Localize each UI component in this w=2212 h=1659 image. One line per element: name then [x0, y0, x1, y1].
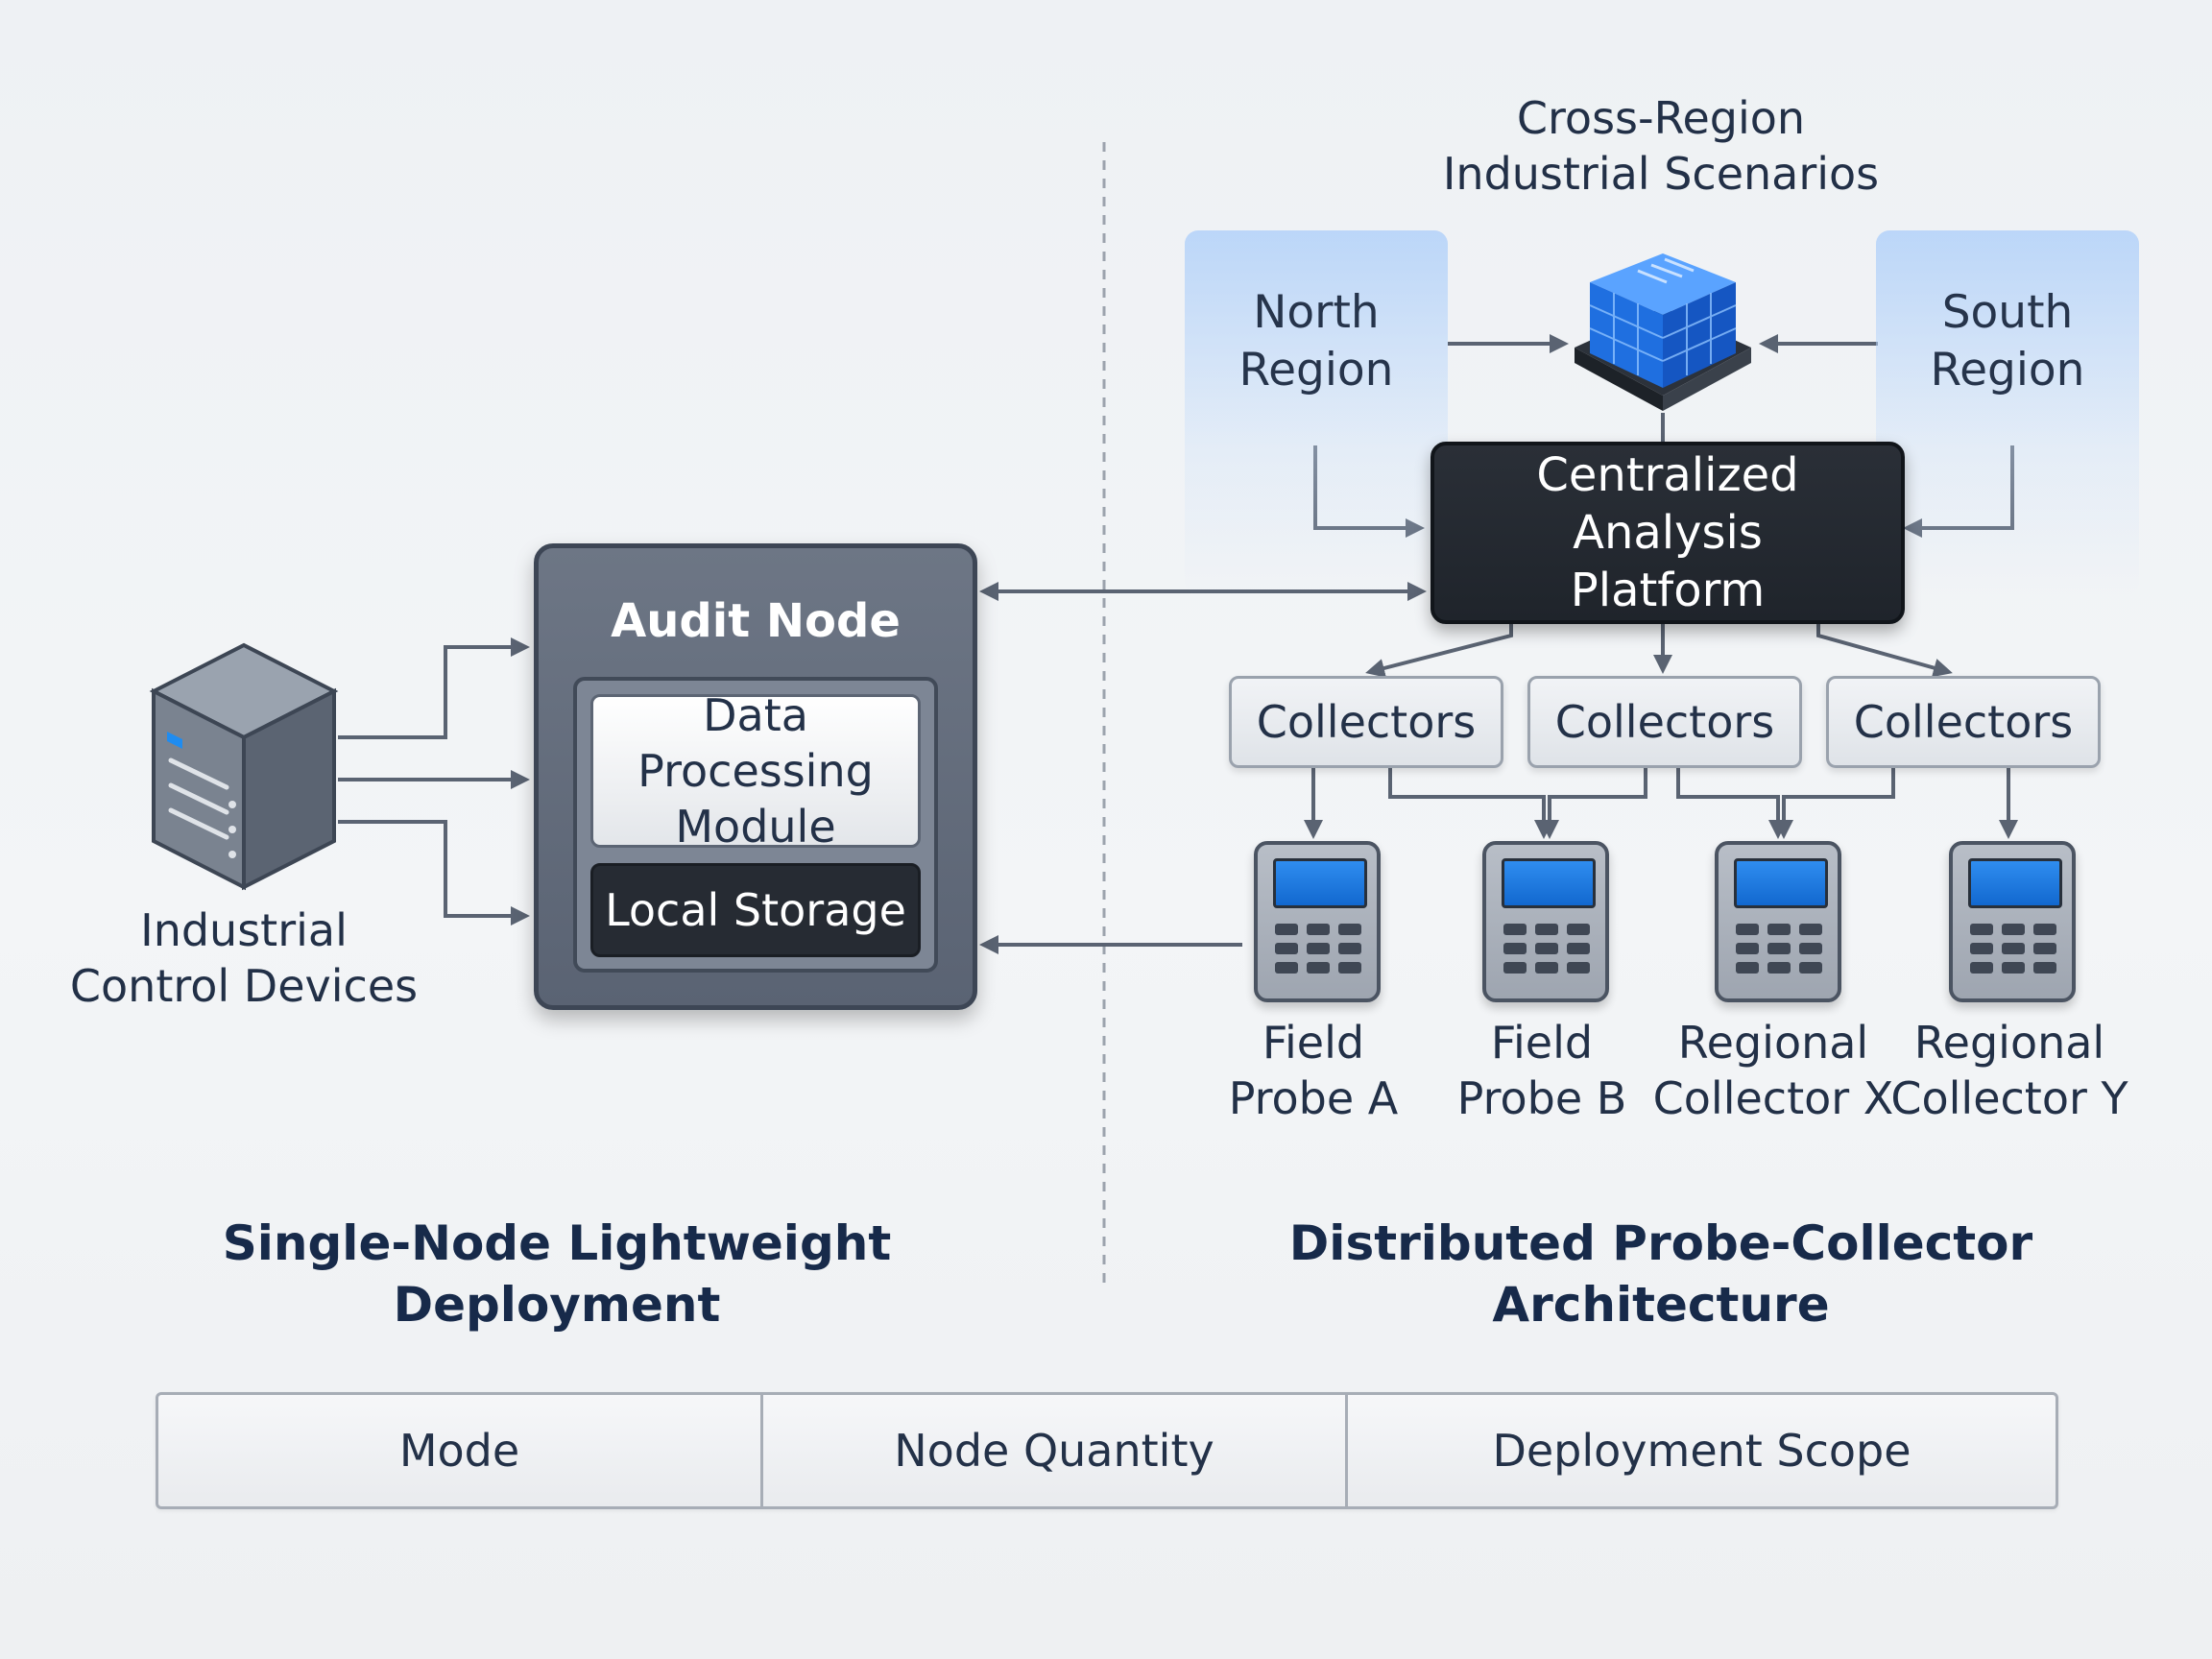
collector2-to-collectorX: [1676, 768, 1788, 839]
table-header-deployment-scope: Deployment Scope: [1492, 1425, 1911, 1477]
south-region-panel: [1876, 230, 2139, 595]
north-region-panel: [1185, 230, 1448, 595]
datacenter-building-icon: [1575, 253, 1751, 411]
collector-box-1: Collectors: [1229, 676, 1503, 768]
audit-node: Audit Node Data Processing Module Local …: [534, 543, 977, 1010]
industrial-devices-label: Industrial Control Devices: [69, 904, 419, 1012]
data-processing-module: Data Processing Module: [590, 689, 921, 853]
north-region-label: North Region: [1238, 286, 1394, 397]
local-storage: Local Storage: [590, 863, 921, 957]
regional-collector-y-icon: [1949, 841, 2076, 1002]
south-region-label: South Region: [1930, 286, 2085, 397]
platform-to-collector-left: [1365, 624, 1513, 678]
table-header-mode: Mode: [158, 1395, 763, 1506]
left-section-title: Single-Node Lightweight Deployment: [222, 1215, 892, 1333]
centralized-analysis-platform: Centralized Analysis Platform: [1431, 442, 1905, 624]
server-icon: [149, 642, 339, 891]
device-to-audit-arrow-bottom: [338, 820, 530, 926]
collector1-to-probeB: [1388, 768, 1553, 839]
field-probe-a-icon: [1254, 841, 1381, 1002]
platform-to-collector-right: [1816, 624, 1953, 678]
data-processing-label: Data Processing Module: [637, 689, 874, 853]
field-probe-b-icon: [1482, 841, 1609, 1002]
collector-box-2: Collectors: [1527, 676, 1802, 768]
probe-label-b: Field Probe B: [1456, 1017, 1627, 1124]
probe-label-x: Regional Collector X: [1652, 1017, 1894, 1124]
device-to-audit-arrow-top: [338, 637, 530, 739]
right-section-title: Distributed Probe-Collector Architecture: [1288, 1215, 2033, 1333]
probe-label-y: Regional Collector Y: [1890, 1017, 2128, 1124]
table-header-node-quantity: Node Quantity: [763, 1395, 1348, 1506]
audit-node-title: Audit Node: [611, 594, 901, 648]
collector2-to-probeB: [1540, 768, 1647, 839]
collector3-to-collectorX: [1774, 768, 1895, 839]
cross-region-label: Cross-Region Industrial Scenarios: [1442, 92, 1880, 200]
regional-collector-x-icon: [1715, 841, 1841, 1002]
collector-box-3: Collectors: [1826, 676, 2101, 768]
audit-node-inner: Data Processing Module Local Storage: [573, 677, 938, 973]
probe-label-a: Field Probe A: [1228, 1017, 1399, 1124]
comparison-table-header: Mode Node Quantity Deployment Scope: [156, 1392, 2058, 1509]
platform-label: Centralized Analysis Platform: [1536, 448, 1799, 617]
